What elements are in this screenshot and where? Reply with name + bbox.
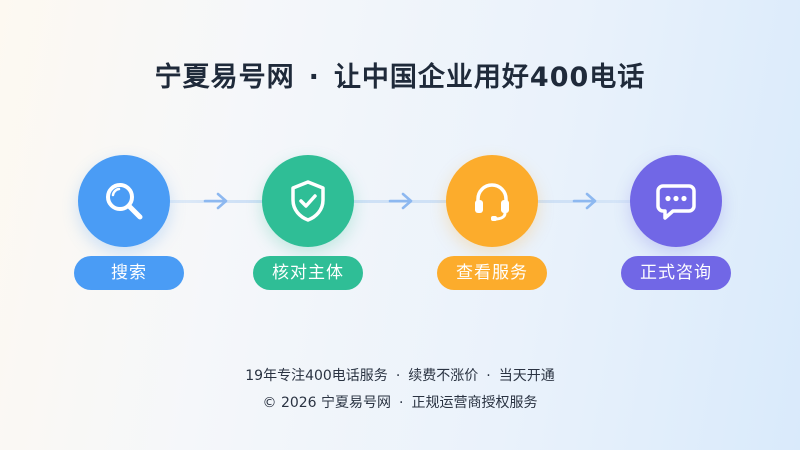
slogan: 让中国企业用好400电话 — [333, 62, 646, 93]
step-consult-icon-circle[interactable] — [630, 155, 722, 247]
shield-check-icon — [291, 180, 325, 222]
authorization-text: 正规运营商授权服务 — [411, 395, 538, 411]
footer-separator: · — [486, 368, 491, 384]
footer-separator: · — [399, 395, 404, 411]
step-label-search[interactable]: 搜索 — [74, 256, 184, 290]
step-label-verify[interactable]: 核对主体 — [253, 256, 363, 290]
search-icon — [106, 183, 143, 220]
copyright-text: © 2026 宁夏易号网 — [262, 395, 392, 411]
arrow-right-icon — [203, 192, 228, 210]
footer-separator: · — [395, 368, 401, 384]
step-verify-icon-circle[interactable] — [262, 155, 354, 247]
step-service-icon-circle[interactable] — [446, 155, 538, 247]
step-label-service[interactable]: 查看服务 — [437, 256, 547, 290]
feature-no-price-increase: 续费不涨价 — [408, 368, 479, 384]
arrow-right-icon — [572, 192, 597, 210]
headset-icon — [475, 183, 509, 221]
feature-years: 19年专注400电话服务 — [245, 368, 388, 384]
arrow-right-icon — [388, 192, 413, 210]
footer-features: 19年专注400电话服务 · 续费不涨价 · 当天开通 — [0, 366, 800, 386]
step-label-consult[interactable]: 正式咨询 — [621, 256, 731, 290]
brand-name: 宁夏易号网 — [154, 62, 295, 93]
chat-bubble-icon — [656, 184, 696, 220]
step-search-icon-circle[interactable] — [78, 155, 170, 247]
footer-copyright: © 2026 宁夏易号网 · 正规运营商授权服务 — [0, 393, 800, 413]
title-separator: · — [308, 62, 320, 93]
feature-same-day: 当天开通 — [498, 368, 555, 384]
page-title: 宁夏易号网 · 让中国企业用好400电话 — [0, 58, 800, 98]
